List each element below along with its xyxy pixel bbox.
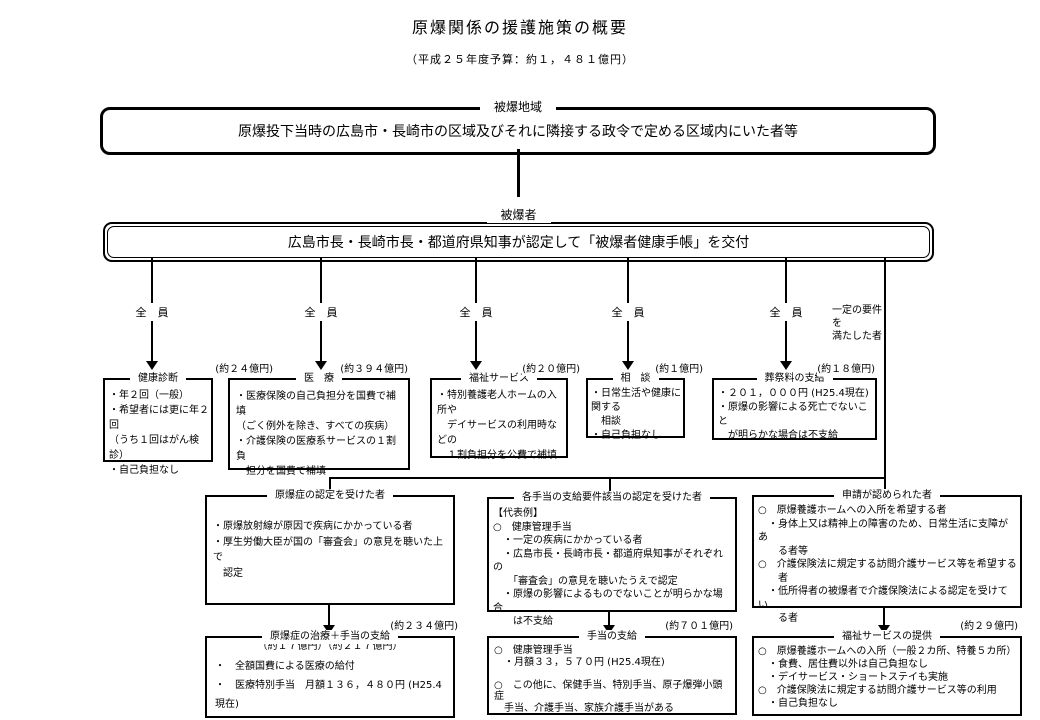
box-sodan-body: ・日常生活や健康に関する 相談 ・自己負担なし — [591, 388, 681, 441]
box-shinsei-mitomerareta-title: 申請が認められた者 — [834, 489, 940, 503]
box-teate-nintei-title: 各手当の支給要件該当の認定を受けた者 — [514, 491, 710, 505]
box-fukushi-teikyo-body: ○ 原爆養護ホームへの入所（一般２カ所、特養５カ所） ・食費、居住費以外は自己負… — [758, 646, 1017, 709]
box-sodan-budget: (約１億円) — [655, 364, 703, 376]
box-teate-nintei-body: 【代表例】 ○ 健康管理手当 ・一定の疾病にかかっている者 ・広島市長・長崎市長… — [493, 508, 723, 627]
box-genbakusho-chiryo-body: ・ 全額国費による医療の給付 ・ 医療特別手当 月額１３６，４８０円 (H25.… — [215, 661, 442, 710]
box-sosairyo-title: 葬祭料の支給 — [756, 372, 833, 386]
box-shinsei-mitomerareta-body: ○ 原爆養護ホームへの入所を希望する者 ・身体上又は精神上の障害のため、日常生活… — [758, 505, 1017, 624]
branch-horizontal-line — [329, 477, 886, 479]
branch-label-everyone: 全 員 — [456, 303, 496, 321]
box-genbakusho-chiryo-title: 原爆症の治療＋手当の支給 — [262, 630, 398, 644]
region-box-label: 被爆地域 — [479, 99, 557, 115]
box-shinsei-mitomerareta: 申請が認められた者 ○ 原爆養護ホームへの入所を希望する者 ・身体上又は精神上の… — [752, 489, 1022, 624]
flow-arrow-chiryo — [323, 605, 335, 634]
box-teate-shikyu-budget: (約７０１億円) — [665, 621, 733, 633]
box-kenkoshindan-body: ・年２回（一般） ・希望者には更に年２回 （うち１回はがん検診） ・自己負担なし — [109, 390, 209, 476]
branch-label-everyone: 全 員 — [766, 303, 806, 321]
box-teate-shikyu-title: 手当の支給 — [579, 630, 645, 644]
box-iryo-title: 医 療 — [296, 372, 342, 386]
box-iryo: 医 療 (約３９４億円) ・医療保険の自己負担分を国費で補填 （ごく例外を除き、… — [228, 364, 410, 477]
box-sodan: 相 談 (約１億円) ・日常生活や健康に関する 相談 ・自己負担なし — [586, 364, 703, 441]
box-kenkoshindan-title: 健康診断 — [130, 372, 186, 386]
connector-line — [517, 149, 520, 197]
branch-label-everyone: 全 員 — [301, 303, 341, 321]
page-title: 原爆関係の援護施策の概要 — [411, 18, 628, 37]
box-fukushi-teikyo: 福祉サービスの提供 (約２９億円) ○ 原爆養護ホームへの入所（一般２カ所、特養… — [752, 621, 1022, 716]
box-teate-nintei: 各手当の支給要件該当の認定を受けた者 【代表例】 ○ 健康管理手当 ・一定の疾病… — [487, 491, 737, 627]
box-genbakusho-nintei-title: 原爆症の認定を受けた者 — [267, 489, 393, 503]
hibakusha-box-text: 広島市長・長崎市長・都道府県知事が認定して「被爆者健康手帳」を交付 — [287, 235, 750, 251]
hibakusha-box: 被爆者 広島市長・長崎市長・都道府県知事が認定して「被爆者健康手帳」を交付 — [103, 207, 934, 262]
page-subtitle: （平成２５年度予算：約１，４８１億円） — [406, 53, 634, 66]
box-fukushi-service-title: 福祉サービス — [461, 372, 537, 386]
box-teate-shikyu-body: ○ 健康管理手当 ・月額３３，５７０円 (H25.4現在) ○ この他に、保健手… — [494, 645, 723, 714]
box-iryo-body: ・医療保険の自己負担分を国費で補填 （ごく例外を除き、すべての疾病） ・介護保険… — [236, 391, 396, 477]
box-sodan-title: 相 談 — [612, 372, 659, 386]
flow-arrow-fukushi-teikyo — [878, 608, 890, 634]
box-iryo-budget: (約３９４億円) — [340, 364, 408, 376]
box-teate-shikyu: 手当の支給 (約７０１億円) ○ 健康管理手当 ・月額３３，５７０円 (H25.… — [487, 621, 737, 715]
hibakusha-box-label: 被爆者 — [486, 207, 551, 223]
box-kenkoshindan-budget: (約２４億円) — [215, 364, 273, 376]
box-genbakusho-chiryo: 原爆症の治療＋手当の支給 (約２３４億円) （約１７億円）（約２１７億円） ・ … — [205, 621, 458, 718]
box-genbakusho-chiryo-subtitle: （約１７億円）（約２１７億円） — [257, 641, 403, 652]
box-sosairyo-body: ・２０１，０００円 (H25.4現在) ・原爆の影響による死亡でないこと が明ら… — [718, 388, 869, 441]
branch-label-everyone: 全 員 — [132, 303, 172, 321]
box-genbakusho-nintei: 原爆症の認定を受けた者 ・原爆放射線が原因で疾病にかかっている者 ・厚生労働大臣… — [205, 489, 455, 605]
box-fukushi-teikyo-title: 福祉サービスの提供 — [834, 630, 940, 644]
box-sosairyo: 葬祭料の支給 (約１８億円) ・２０１，０００円 (H25.4現在) ・原爆の影… — [712, 364, 877, 441]
box-genbakusho-chiryo-budget: (約２３４億円) — [390, 621, 458, 633]
box-sosairyo-budget: (約１８億円) — [817, 364, 875, 376]
branch-stub-line — [609, 479, 611, 498]
box-kenkoshindan: 健康診断 (約２４億円) ・年２回（一般） ・希望者には更に年２回 （うち１回は… — [103, 364, 273, 476]
flow-arrow-teate — [603, 612, 615, 634]
box-fukushi-service: 福祉サービス (約２０億円) ・特別養護老人ホームの入所や デイサービスの利用時… — [430, 364, 580, 461]
conditional-branch-line — [884, 258, 886, 498]
branch-label-everyone: 全 員 — [608, 303, 648, 321]
box-fukushi-service-body: ・特別養護老人ホームの入所や デイサービスの利用時などの １割負担分を公費で補填 — [437, 390, 557, 461]
region-box: 被爆地域 原爆投下当時の広島市・長崎市の区域及びそれに隣接する政令で定める区域内… — [100, 99, 936, 155]
branch-label-conditional: 一定の要件を 満たした者 — [832, 304, 884, 343]
region-box-text: 原爆投下当時の広島市・長崎市の区域及びそれに隣接する政令で定める区域内にいた者等 — [238, 124, 798, 140]
box-fukushi-teikyo-budget: (約２９億円) — [960, 621, 1018, 633]
branch-stub-line — [329, 479, 331, 496]
box-genbakusho-nintei-body: ・原爆放射線が原因で疾病にかかっている者 ・厚生労働大臣が国の「審査会」の意見を… — [213, 521, 443, 579]
box-fukushi-service-budget: (約２０億円) — [522, 364, 580, 376]
